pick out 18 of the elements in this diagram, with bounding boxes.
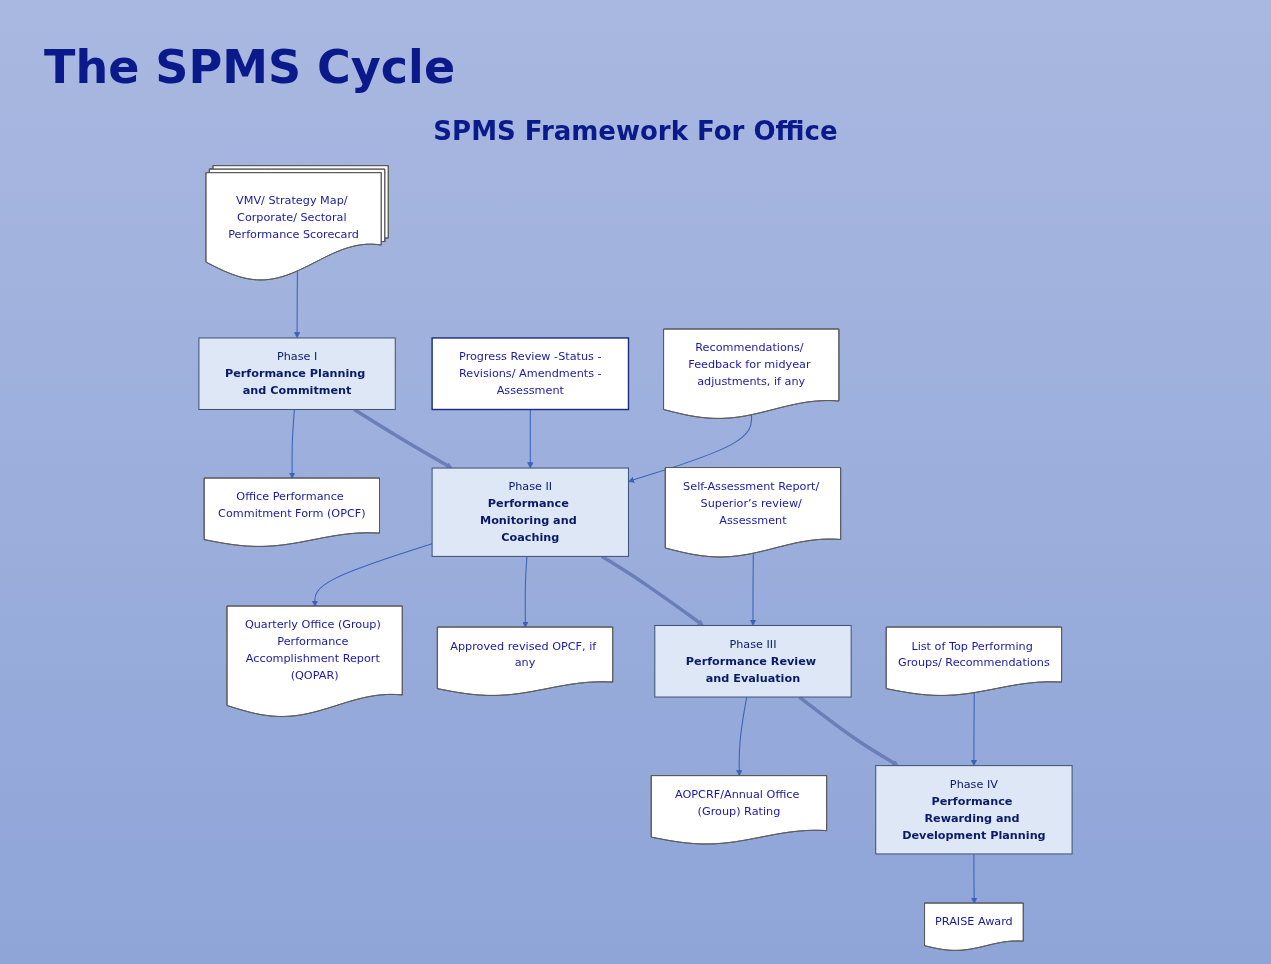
arrow (736, 696, 748, 777)
arrow (527, 408, 534, 469)
node-box: Phase III Performance Review and Evaluation (654, 624, 852, 698)
node-box: Phase I Performance Planning and Commitment (198, 337, 396, 411)
arrow (294, 270, 301, 339)
arrow (311, 543, 433, 607)
arrow (289, 408, 296, 479)
node-box: Progress Review -Status -Revisions/ Amendments -Assessment (431, 337, 630, 411)
arrow (749, 553, 757, 626)
title: The SPMS Cycle (44, 40, 456, 94)
arrow (971, 853, 978, 904)
subtitle: SPMS Framework For Office (433, 116, 838, 146)
arrow (522, 555, 529, 628)
arrow (628, 414, 753, 483)
node-box: Phase II Performance Monitoring and Coaching (431, 467, 629, 557)
node-box: Phase IV Performance Rewarding and Development Planning (875, 765, 1073, 855)
arrow (353, 408, 453, 469)
arrow (970, 692, 977, 766)
